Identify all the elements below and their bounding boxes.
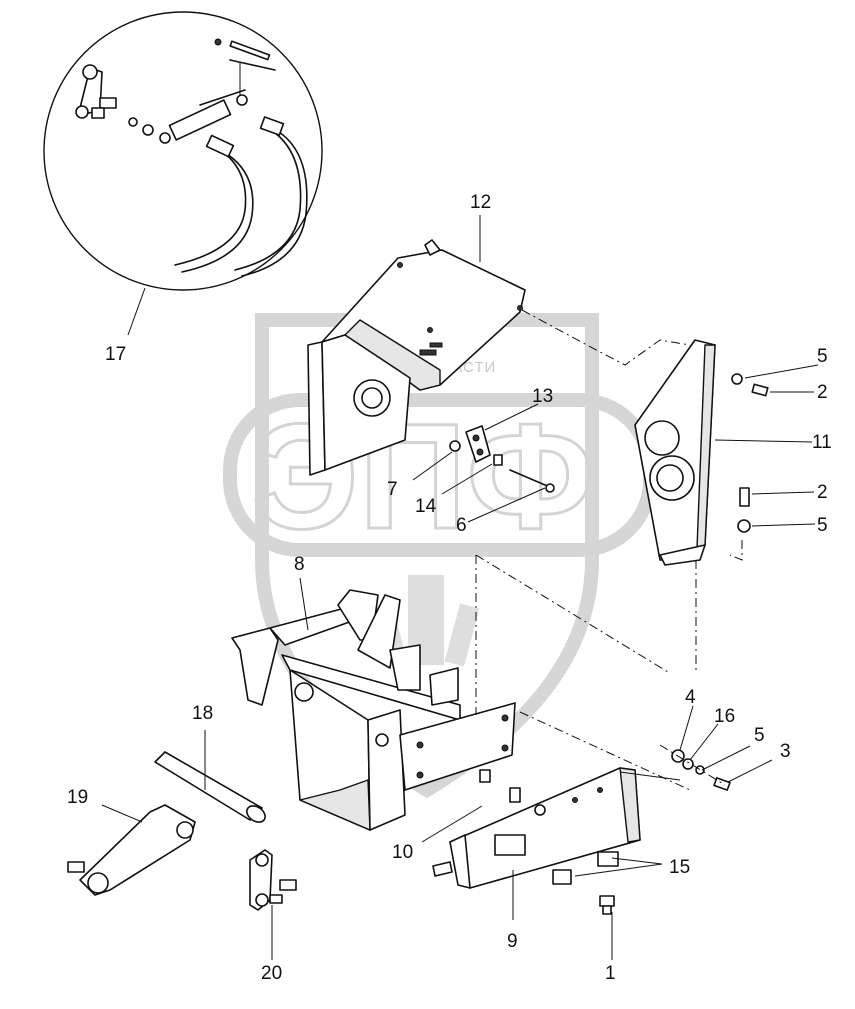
part-8-main-frame xyxy=(231,589,516,831)
callout-12: 12 xyxy=(470,192,491,213)
leader-lines xyxy=(101,215,819,960)
part-20-link xyxy=(249,849,297,911)
callout-labels: 17 12 13 5 2 11 2 5 7 14 6 8 18 19 20 10… xyxy=(67,192,832,984)
part-1-bolt xyxy=(599,895,615,915)
assembly-lines xyxy=(475,309,743,791)
callout-19: 19 xyxy=(67,787,88,808)
callout-6: 6 xyxy=(456,515,467,536)
callout-2a: 2 xyxy=(817,382,828,403)
watermark-letters: ЭПФ xyxy=(252,392,595,560)
callout-18: 18 xyxy=(192,703,213,724)
callout-20: 20 xyxy=(261,963,282,984)
fasteners-7-14-6 xyxy=(449,440,555,493)
callout-16: 16 xyxy=(714,706,735,727)
callout-9: 9 xyxy=(507,931,518,952)
callout-5b: 5 xyxy=(817,515,828,536)
part-12-top-cover xyxy=(307,239,526,476)
callout-5c: 5 xyxy=(754,725,765,746)
part-17-hydraulic-detail xyxy=(43,11,323,291)
callout-2b: 2 xyxy=(817,482,828,503)
callout-13: 13 xyxy=(532,386,553,407)
part-14-washer xyxy=(493,454,503,466)
part-9-channel xyxy=(432,767,641,889)
part-6-bolt xyxy=(509,469,553,489)
callout-8: 8 xyxy=(294,554,305,575)
watermark: ЭПФ ТЕХНИКА И ЗАПЧАСТИ xyxy=(223,313,657,799)
part-11-side-plate xyxy=(634,339,716,566)
callout-7: 7 xyxy=(387,479,398,500)
callout-11: 11 xyxy=(812,432,832,453)
right-fasteners xyxy=(731,373,769,533)
part-15-clamps xyxy=(552,851,619,885)
callout-15: 15 xyxy=(669,857,690,878)
part-13-bracket xyxy=(465,425,491,463)
part-10-plates xyxy=(479,769,521,803)
callout-5a: 5 xyxy=(817,346,828,367)
callout-17: 17 xyxy=(105,344,126,365)
callout-10: 10 xyxy=(392,842,413,863)
callout-4: 4 xyxy=(685,687,696,708)
fasteners-4-16-5-3 xyxy=(671,749,731,791)
callout-14: 14 xyxy=(415,496,437,517)
part-18-pin xyxy=(154,751,266,823)
part-7-nut xyxy=(449,440,461,452)
callout-1: 1 xyxy=(605,963,616,984)
part-19-arm xyxy=(67,804,196,896)
callout-3: 3 xyxy=(780,741,791,762)
